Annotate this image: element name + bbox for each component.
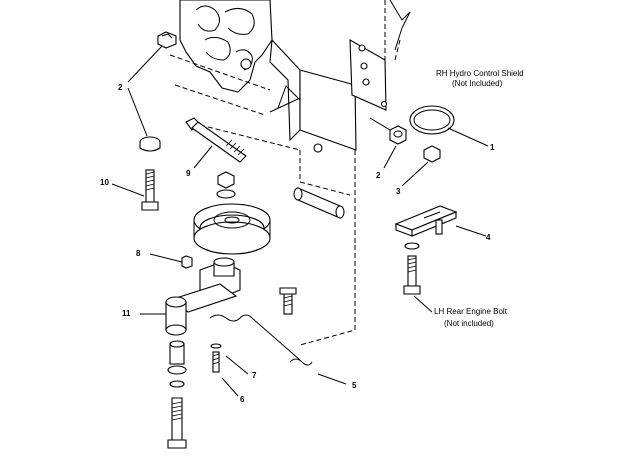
callout-labels: RH Hydro Control Shield (Not Included) L… [434,69,524,328]
part-number-2a: 2 [118,83,123,92]
part-1-belt [409,105,489,147]
engine-frame-assembly [169,0,411,346]
part-6-7-bolt-washer [210,343,249,397]
part-number-labels: 2 10 9 8 11 7 6 5 1 2 3 4 [100,83,495,404]
arm-bolt [279,287,297,315]
part-number-4: 4 [486,233,491,242]
rh-shield-label-line1: RH Hydro Control Shield [436,69,524,78]
part-number-3: 3 [396,187,401,196]
part-number-10: 10 [100,178,109,187]
part-5-spring-cable [209,314,347,385]
part-2-nut-washer-left [127,31,177,152]
part-number-5: 5 [352,381,357,390]
part-number-6: 6 [240,395,245,404]
part-number-8: 8 [136,249,141,258]
part-4-bracket [394,205,487,237]
part-9-long-bolt [185,117,247,169]
part-8-nut [149,253,193,269]
lower-left-bolt-stack [167,340,187,449]
rh-shield-label-line2: (Not Included) [452,79,503,88]
part-10-bolt [111,169,159,211]
part-number-7: 7 [252,371,257,380]
part-number-9: 9 [186,169,191,178]
pulley-assembly [193,171,271,255]
part-11-idler-arm [140,257,241,336]
part-number-2b: 2 [376,171,381,180]
part-2-3-nuts-right [369,117,441,187]
lh-rear-engine-bolt [403,242,433,313]
part-number-1: 1 [490,143,495,152]
part-number-11: 11 [122,309,131,318]
lh-bolt-label-line2: (Not included) [444,319,494,328]
lh-bolt-label-line1: LH Rear Engine Bolt [434,307,508,316]
